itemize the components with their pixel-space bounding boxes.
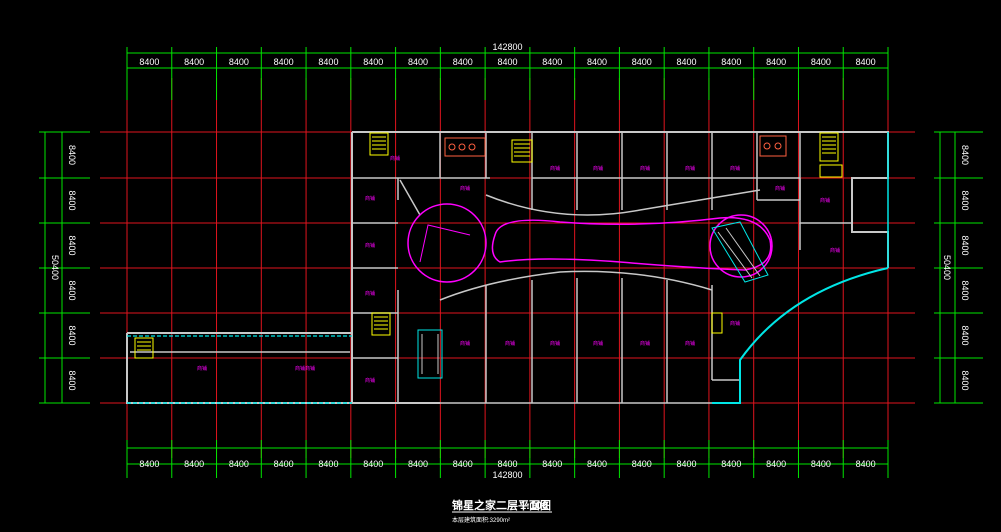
bay-dimension-label: 8400 [960, 190, 970, 210]
atrium-edges [399, 179, 761, 301]
drawing-scale: 1:100 [520, 500, 548, 512]
bay-dimension-label: 8400 [497, 57, 517, 67]
total-depth-label: 50400 [50, 255, 60, 280]
bay-dimension-label: 8400 [67, 145, 77, 165]
bay-dimension-label: 8400 [811, 57, 831, 67]
svg-text:商铺: 商铺 [550, 165, 560, 172]
bay-dimension-label: 8400 [811, 459, 831, 469]
bay-dimension-label: 8400 [318, 57, 338, 67]
bay-dimension-label: 8400 [363, 57, 383, 67]
bay-dimension-label: 8400 [856, 57, 876, 67]
axis-grid [100, 78, 915, 458]
total-width-label: 142800 [492, 42, 522, 52]
bay-dimension-label: 8400 [139, 57, 159, 67]
bay-dimension-label: 8400 [721, 459, 741, 469]
svg-text:商铺: 商铺 [460, 340, 470, 347]
drawing-area-note: 本层建筑面积:3290m² [452, 516, 510, 524]
bay-dimension-label: 8400 [274, 57, 294, 67]
svg-text:商铺: 商铺 [390, 155, 400, 162]
drawing-title: 锦星之家二层平面图 [452, 498, 551, 512]
bay-dimension-label: 8400 [184, 57, 204, 67]
bay-dimension-label: 8400 [856, 459, 876, 469]
bay-dimension-label: 8400 [408, 459, 428, 469]
bay-dimension-label: 8400 [960, 325, 970, 345]
bay-dimension-label: 8400 [960, 280, 970, 300]
svg-text:商铺: 商铺 [775, 185, 785, 192]
bay-dimension-label: 8400 [453, 57, 473, 67]
svg-text:商铺: 商铺 [197, 365, 207, 372]
svg-text:商铺: 商铺 [820, 197, 830, 204]
dimension-lines [39, 47, 983, 478]
facade-curtain-wall [127, 132, 889, 404]
svg-text:商铺: 商铺 [365, 242, 375, 249]
svg-text:商铺商铺: 商铺商铺 [295, 365, 315, 372]
bay-dimension-label: 8400 [67, 325, 77, 345]
svg-text:商铺: 商铺 [365, 377, 375, 384]
bay-dimension-label: 8400 [67, 370, 77, 390]
bay-dimension-label: 8400 [229, 57, 249, 67]
toilet-fixtures [444, 135, 787, 157]
bay-dimension-label: 8400 [453, 459, 473, 469]
bay-dimension-label: 8400 [677, 57, 697, 67]
svg-text:商铺: 商铺 [685, 165, 695, 172]
svg-text:商铺: 商铺 [730, 165, 740, 172]
bay-dimension-label: 8400 [497, 459, 517, 469]
bay-dimension-label: 8400 [67, 280, 77, 300]
bay-dimension-label: 8400 [542, 459, 562, 469]
room-labels: 商铺 商铺 商铺 商铺 商铺 商铺 商铺 商铺 商铺 商铺 商铺 商铺 商铺 商… [197, 155, 840, 384]
bay-dimension-label: 8400 [139, 459, 159, 469]
bay-dimension-label: 8400 [229, 459, 249, 469]
svg-text:商铺: 商铺 [640, 340, 650, 347]
bay-dimension-label: 8400 [587, 57, 607, 67]
atrium-void [407, 203, 773, 283]
bay-dimension-label: 8400 [960, 370, 970, 390]
svg-text:商铺: 商铺 [640, 165, 650, 172]
bay-dimension-label: 8400 [632, 57, 652, 67]
bay-dimension-label: 8400 [766, 459, 786, 469]
stair-cores [134, 132, 843, 359]
total-width-label: 142800 [492, 470, 522, 480]
svg-text:商铺: 商铺 [365, 195, 375, 202]
svg-text:商铺: 商铺 [730, 320, 740, 327]
bay-dimension-label: 8400 [363, 459, 383, 469]
total-depth-label: 50400 [942, 255, 952, 280]
bay-dimension-label: 8400 [274, 459, 294, 469]
svg-text:商铺: 商铺 [830, 247, 840, 254]
svg-text:商铺: 商铺 [505, 340, 515, 347]
svg-text:商铺: 商铺 [685, 340, 695, 347]
bay-dimension-label: 8400 [408, 57, 428, 67]
bay-dimension-label: 8400 [542, 57, 562, 67]
bay-dimension-label: 8400 [67, 190, 77, 210]
bay-dimension-label: 8400 [677, 459, 697, 469]
svg-text:商铺: 商铺 [460, 185, 470, 192]
drawing-title-block: 锦星之家二层平面图 1:100 本层建筑面积:3290m² [452, 498, 552, 524]
bay-dimension-label: 8400 [766, 57, 786, 67]
escalator [417, 221, 769, 379]
svg-text:商铺: 商铺 [593, 340, 603, 347]
bay-dimension-label: 8400 [721, 57, 741, 67]
bay-dimension-label: 8400 [960, 145, 970, 165]
bay-dimension-label: 8400 [960, 235, 970, 255]
bay-dimension-label: 8400 [318, 459, 338, 469]
svg-text:商铺: 商铺 [550, 340, 560, 347]
bay-dimension-label: 8400 [184, 459, 204, 469]
bay-dimension-label: 8400 [587, 459, 607, 469]
svg-text:商铺: 商铺 [365, 290, 375, 297]
bay-dimension-label: 8400 [632, 459, 652, 469]
bay-dimension-label: 8400 [67, 235, 77, 255]
svg-text:商铺: 商铺 [593, 165, 603, 172]
dimension-labels: 8400 8400 8400 8400 8400 8400 8400 8400 8400 8400… [50, 42, 970, 480]
